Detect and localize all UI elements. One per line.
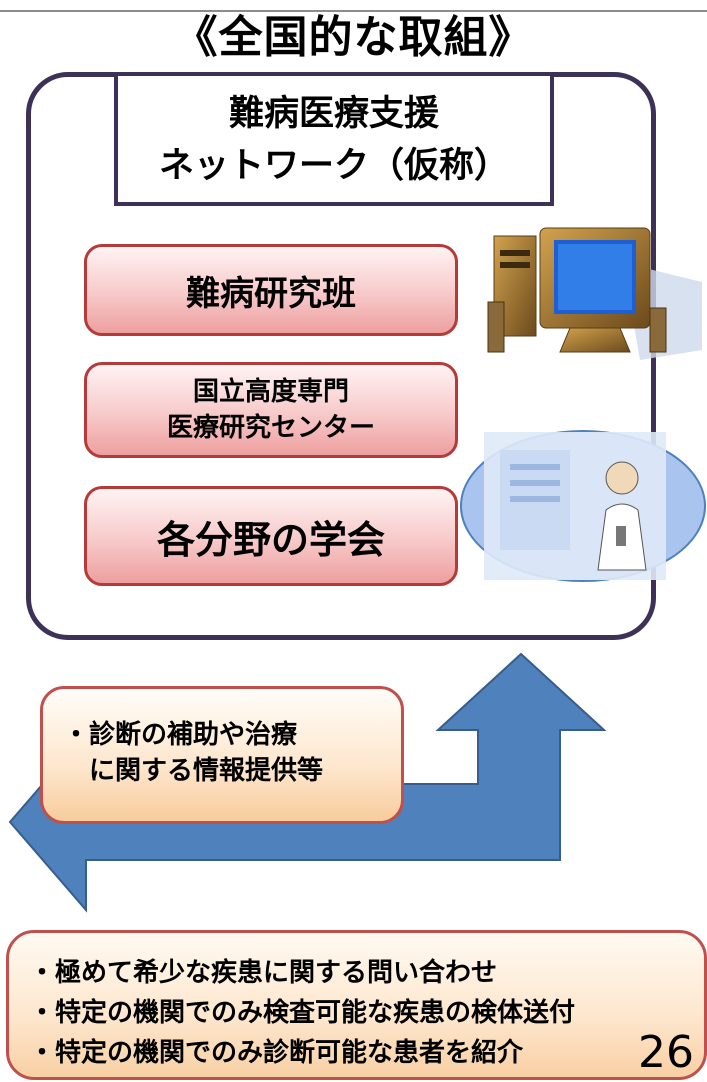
request-item: ・特定の機関でのみ検査可能な疾患の検体送付 [29, 998, 576, 1028]
member-national-center: 国立高度専門 医療研究センター [84, 362, 458, 458]
request-item: ・特定の機関でのみ診断可能な患者を紹介 [29, 1038, 524, 1068]
computer-icon [487, 227, 702, 360]
support-info-box: ・診断の補助や治療 に関する情報提供等 [40, 686, 404, 824]
doctor-icon [460, 430, 706, 582]
page-title: 《全国的な取組》 [173, 12, 534, 63]
member-academic-societies: 各分野の学会 [84, 486, 458, 586]
double-arrow-icon [8, 652, 607, 913]
member-label: 国立高度専門 [192, 377, 349, 407]
request-item: ・極めて希少な疾患に関する問い合わせ [29, 958, 498, 988]
network-title-line2: ネットワーク（仮称） [158, 146, 509, 186]
network-title-line1: 難病医療支援 [228, 94, 439, 134]
member-label: 各分野の学会 [156, 517, 385, 562]
network-title-box: 難病医療支援 ネットワーク（仮称） [114, 72, 554, 206]
top-rule [0, 10, 707, 12]
member-label: 医療研究センター [166, 413, 375, 443]
support-line1: ・診断の補助や治療 [63, 720, 298, 750]
support-line2: に関する情報提供等 [89, 756, 324, 786]
member-label: 難病研究班 [186, 273, 356, 314]
page-number: 26 [638, 1027, 694, 1078]
member-research-group: 難病研究班 [84, 244, 458, 336]
request-box: ・極めて希少な疾患に関する問い合わせ ・特定の機関でのみ検査可能な疾患の検体送付… [6, 930, 707, 1080]
